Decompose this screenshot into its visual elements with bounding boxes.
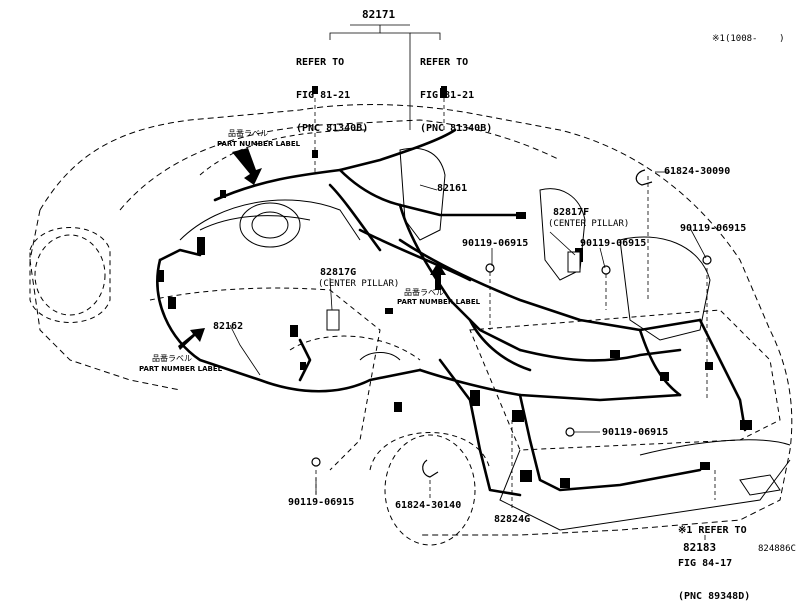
part-label-61824-30090: 61824-30090 [664,166,731,177]
leader-lines [314,98,716,510]
refer-left-line2: FIG 81-21 [296,90,351,101]
wire-harness [156,128,747,497]
part-label-61824-30140: 61824-30140 [395,500,462,511]
part-label-90119-a: 90119-06915 [680,223,747,234]
applicability-note: ※1(1008- ) [712,34,785,44]
assembly-number-label: 82171 [362,8,396,21]
refer-right-line2: FIG 81-21 [420,90,475,101]
part-label-90119-d: 90119-06915 [602,427,669,438]
refer-bottom-note: ※1 REFER TO FIG 84-17 (PNC 89348D) [678,503,750,613]
part-label-82817g: 82817G [320,267,357,278]
part-label-82162: 82162 [213,321,244,332]
label-arrows [178,86,447,350]
part-label-90119-b: 90119-06915 [462,238,529,249]
part-number-tag-en-2: PART NUMBER LABEL [397,298,481,306]
part-label-82817f: 82817F [553,207,590,218]
part-label-82817f-note: (CENTER PILLAR) [548,219,630,229]
refer-right-note: REFER TO FIG 81-21 (PNC 81340B) [420,35,492,145]
refer-bottom-line1: ※1 REFER TO [678,525,747,536]
part-number-tag-jp-1: 品番ラベル [228,129,268,138]
part-label-82183: 82183 [683,541,717,554]
bolts [311,169,712,478]
part-number-tag-jp-3: 品番ラベル [152,354,192,363]
refer-left-line1: REFER TO [296,57,345,68]
refer-bottom-line3: (PNC 89348D) [678,591,751,602]
wiring-diagram [29,24,793,546]
refer-right-line1: REFER TO [420,57,469,68]
part-number-tag-en-1: PART NUMBER LABEL [217,140,301,148]
part-label-82824g: 82824G [494,514,531,525]
car-body-outline [29,104,793,546]
part-number-tag-jp-2: 品番ラベル [404,288,444,297]
part-label-82161: 82161 [437,183,468,194]
part-label-90119-c: 90119-06915 [580,238,647,249]
callout-lines [229,24,707,540]
refer-left-note: REFER TO FIG 81-21 (PNC 81340B) [296,35,368,145]
figure-id: 824886C [758,544,796,554]
part-label-82817g-note: (CENTER PILLAR) [318,279,400,289]
part-label-90119-e: 90119-06915 [288,497,355,508]
refer-right-line3: (PNC 81340B) [420,123,493,134]
part-number-tag-en-3: PART NUMBER LABEL [139,365,223,373]
refer-left-line3: (PNC 81340B) [296,123,369,134]
